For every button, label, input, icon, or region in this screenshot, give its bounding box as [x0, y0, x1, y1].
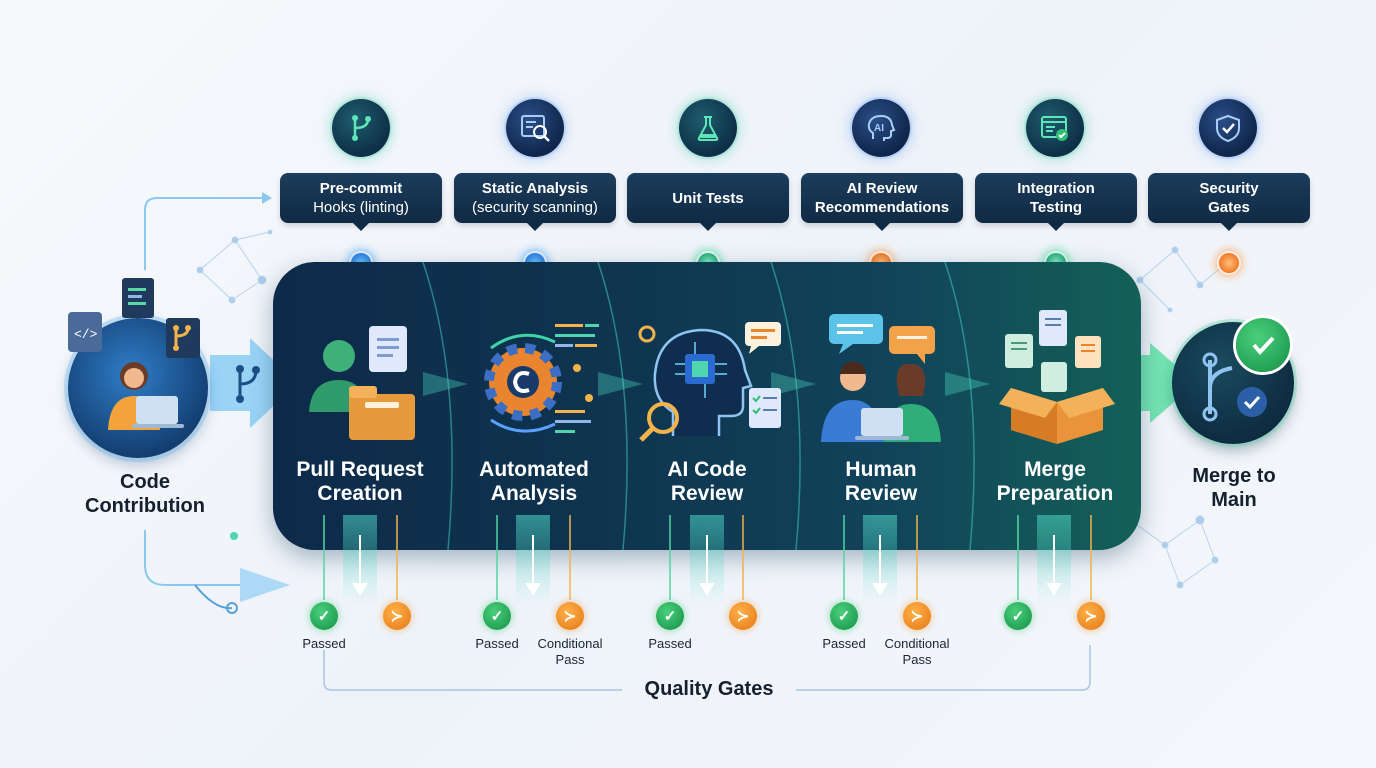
stage-dividers [422, 262, 990, 550]
conditional-pass-label: Conditional Pass [874, 636, 960, 668]
code-contribution-label: Code Contribution [64, 470, 226, 518]
check-label-unit-tests: Unit Tests [627, 173, 789, 231]
check-label-ai-review: AI Review Recommendations [801, 173, 963, 231]
check-label-line2: Gates [1208, 199, 1250, 216]
branch-icon [332, 99, 390, 157]
check-label-line1: AI Review [846, 180, 918, 197]
check-label-line1: Security [1199, 180, 1259, 197]
merge-success-badge [1236, 318, 1290, 372]
git-branch-icon [236, 365, 260, 403]
pipeline-panel: Pull Request Creation Automated Analysis… [273, 262, 1141, 550]
start-label-line1: Code [120, 471, 170, 493]
svg-text:</>: </> [74, 327, 98, 342]
end-label-line1: Merge to [1192, 465, 1276, 487]
check-label-line1: Unit Tests [672, 189, 744, 207]
svg-text:AI: AI [874, 123, 884, 134]
conditional-line2: Pass [902, 652, 932, 667]
end-label-line2: Main [1211, 489, 1257, 511]
conditional-gate-icon: ≻ [903, 602, 931, 630]
conditional-line2: Pass [555, 652, 585, 667]
check-label-pre-commit: Pre-commit Hooks (linting) [280, 173, 442, 231]
people-laptop-icon [821, 314, 941, 442]
status-dot [1217, 251, 1241, 275]
check-icon [1252, 336, 1275, 356]
check-label-line2: Hooks (linting) [313, 199, 409, 216]
check-label-line2: Recommendations [814, 199, 950, 216]
developer-laptop-icon [108, 362, 184, 430]
passed-label: Passed [648, 636, 692, 651]
stage-title-line2: Creation [317, 482, 403, 505]
conditional-gate-icon: ≻ [729, 602, 757, 630]
stage-title-automated-analysis: Automated Analysis [449, 458, 619, 506]
merge-branch-check-icon [1202, 352, 1267, 422]
passed-label: Passed [302, 636, 346, 651]
person-document-folder-icon [309, 326, 415, 440]
passed-label: Passed [822, 636, 866, 651]
conditional-line1: Conditional [884, 636, 950, 651]
conditional-gate-icon: ≻ [556, 602, 584, 630]
flask-icon [679, 99, 737, 157]
stage-title-line2: Review [670, 482, 744, 505]
stage-title-pull-request: Pull Request Creation [275, 458, 445, 506]
stage-title-merge-preparation: Merge Preparation [970, 458, 1140, 506]
conditional-gate-icon: ≻ [383, 602, 411, 630]
checklist-window-icon [1026, 99, 1084, 157]
stage-title-line2: Analysis [490, 482, 578, 505]
check-label-static-analysis: Static Analysis (security scanning) [454, 173, 616, 231]
stage-title-line1: Merge [1024, 458, 1086, 481]
stage-title-human-review: Human Review [796, 458, 966, 506]
stage-title-ai-code-review: AI Code Review [622, 458, 792, 506]
passed-gate-icon: ✓ [830, 602, 858, 630]
merge-to-main-label: Merge to Main [1160, 464, 1308, 512]
quality-gates-title: Quality Gates [644, 678, 774, 700]
passed-gate-icon: ✓ [483, 602, 511, 630]
passed-label: Passed [475, 636, 519, 651]
check-label-line2: (security scanning) [472, 199, 598, 216]
passed-gate-icon: ✓ [310, 602, 338, 630]
stage-title-line1: Human [845, 458, 917, 481]
conditional-line1: Conditional [537, 636, 603, 651]
stage-title-line1: Automated [479, 458, 589, 481]
ai-circuit-head-icon [638, 322, 781, 442]
conditional-gate-icon: ≻ [1077, 602, 1105, 630]
stage-title-line2: Preparation [996, 482, 1114, 505]
stage-title-line1: AI Code [667, 458, 747, 481]
code-files-icon: </> [68, 278, 200, 358]
check-label-line2: Testing [1029, 199, 1083, 216]
check-label-line1: Pre-commit [319, 180, 403, 197]
code-search-icon [506, 99, 564, 157]
stage-title-line2: Review [844, 482, 918, 505]
stage-title-line1: Pull Request [296, 458, 424, 481]
start-label-line2: Contribution [85, 495, 205, 517]
ai-head-icon: AI [852, 99, 910, 157]
passed-gate-icon: ✓ [656, 602, 684, 630]
check-label-line1: Integration [1017, 180, 1095, 197]
conditional-pass-label: Conditional Pass [527, 636, 613, 668]
box-documents-icon [999, 310, 1115, 444]
check-label-integration-testing: Integration Testing [975, 173, 1137, 231]
gear-code-icon [484, 324, 599, 433]
check-label-security-gates: Security Gates [1148, 173, 1310, 231]
passed-gate-icon: ✓ [1004, 602, 1032, 630]
check-label-line1: Static Analysis [481, 180, 589, 197]
shield-check-icon [1199, 99, 1257, 157]
